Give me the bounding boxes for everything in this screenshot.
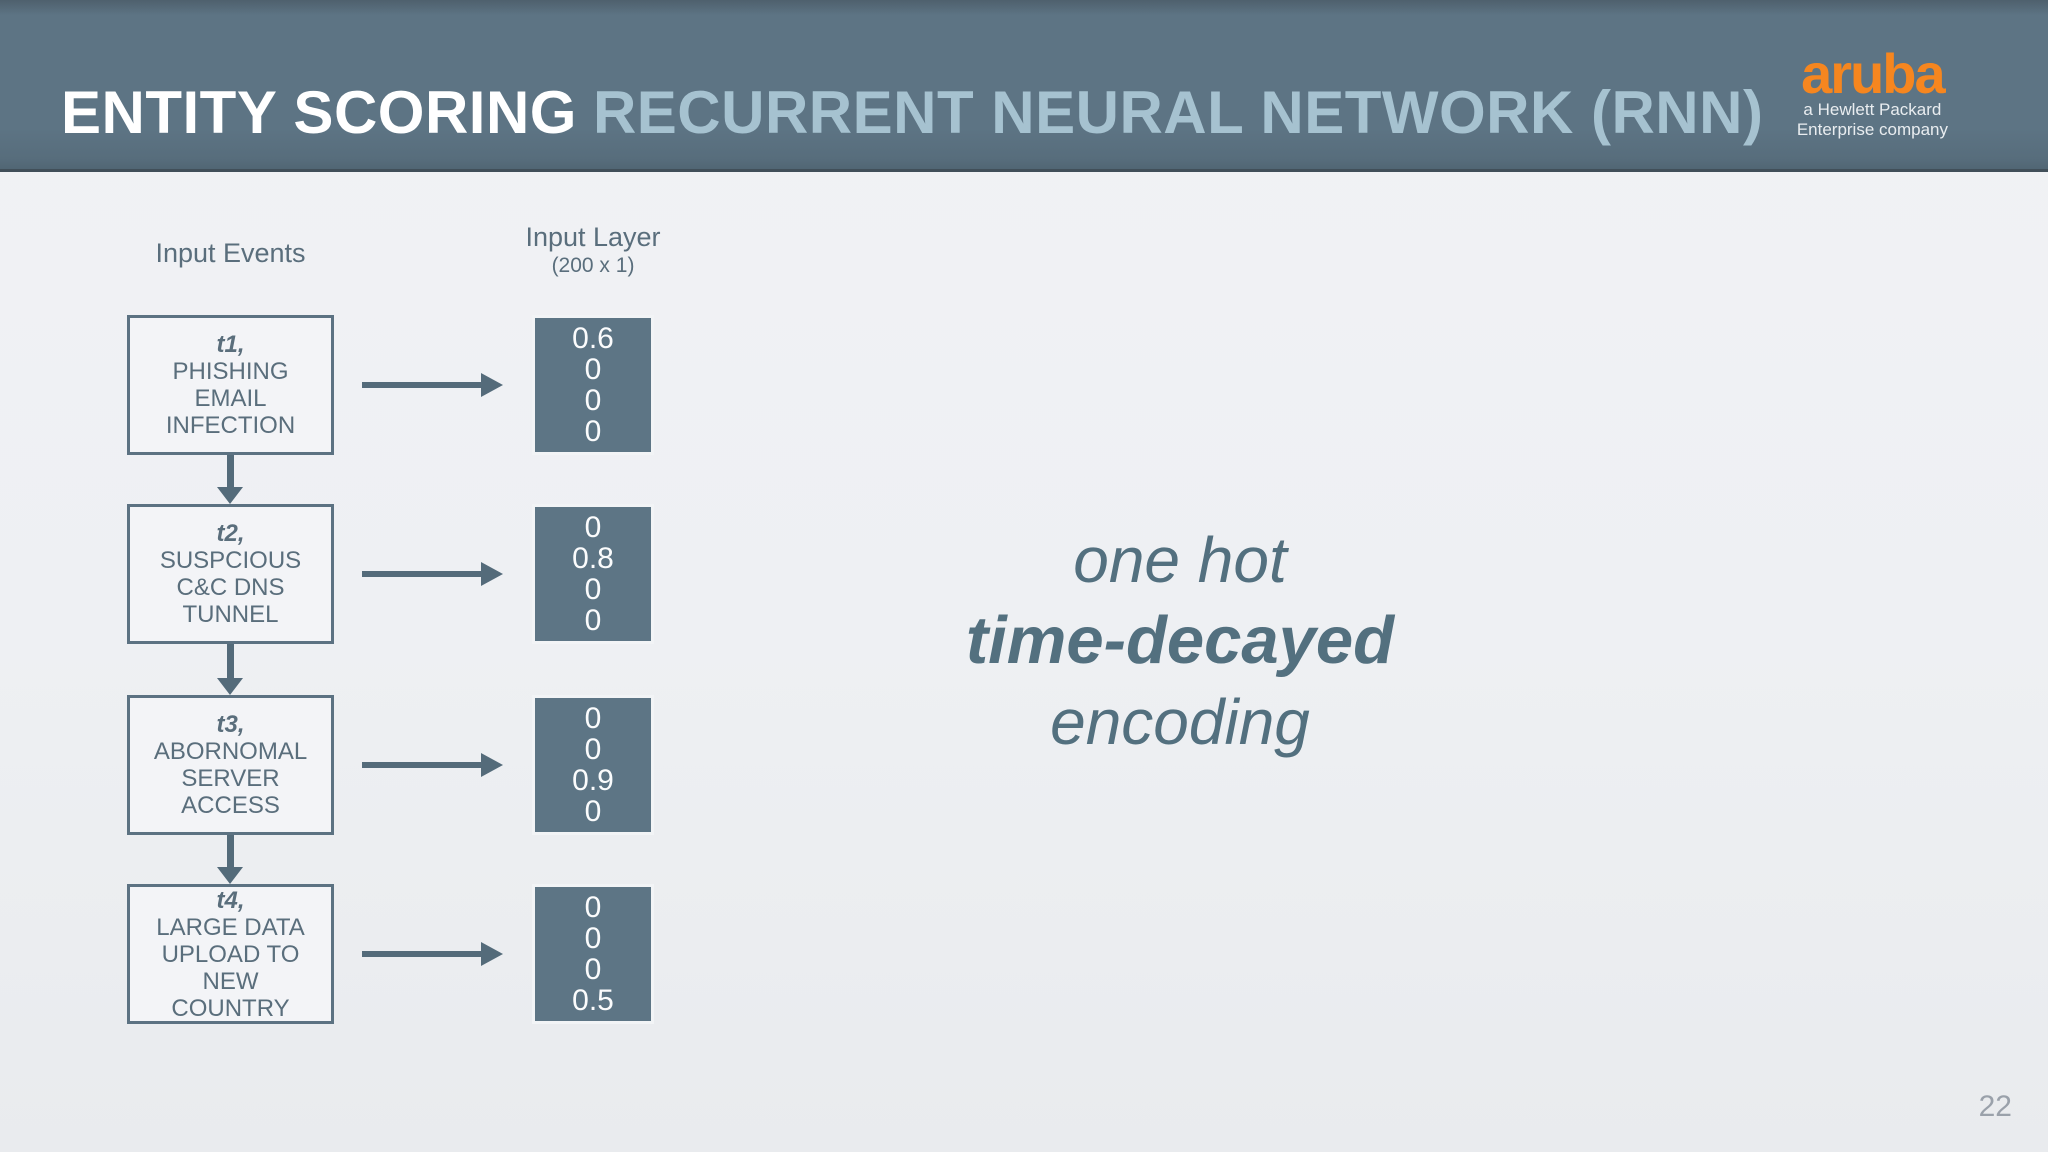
arrow-head bbox=[481, 942, 503, 966]
event-line: SERVER bbox=[181, 765, 280, 792]
slide-title: ENTITY SCORING bbox=[61, 79, 577, 146]
event-box-t2: t2, SUSPCIOUS C&C DNS TUNNEL bbox=[127, 504, 334, 644]
arrow-stem bbox=[362, 762, 485, 768]
aruba-tagline-line2: Enterprise company bbox=[1796, 120, 1948, 139]
event-line: COUNTRY bbox=[171, 994, 290, 1022]
arrow-head bbox=[481, 753, 503, 777]
page-number: 22 bbox=[1978, 1090, 2012, 1123]
event-time: t1, bbox=[216, 331, 245, 358]
right-arrow-icon bbox=[362, 561, 503, 587]
event-line: NEW bbox=[202, 967, 259, 995]
vector-value: 0.6 bbox=[572, 322, 614, 355]
input-layer-label-group: Input Layer (200 x 1) bbox=[495, 222, 691, 280]
event-time: t2, bbox=[216, 520, 245, 547]
input-vector-t2: 0 0.8 0 0 bbox=[532, 504, 654, 644]
annotation-line1: one hot bbox=[1073, 524, 1287, 596]
arrow-stem bbox=[227, 835, 234, 870]
arrow-stem bbox=[362, 951, 485, 957]
vector-value: 0.8 bbox=[572, 542, 614, 575]
event-box-t4: t4, LARGE DATA UPLOAD TO NEW COUNTRY bbox=[127, 884, 334, 1024]
arrow-head bbox=[217, 867, 243, 884]
event-line: ACCESS bbox=[181, 792, 280, 819]
arrow-stem bbox=[227, 455, 234, 490]
input-layer-dimensions: (200 x 1) bbox=[551, 254, 635, 277]
event-line: INFECTION bbox=[165, 412, 296, 439]
vector-value: 0 bbox=[584, 702, 602, 735]
vector-value: 0 bbox=[584, 573, 602, 606]
event-line: LARGE DATA bbox=[156, 913, 305, 941]
event-line: UPLOAD TO bbox=[161, 940, 300, 968]
event-line: EMAIL bbox=[194, 385, 267, 412]
right-arrow-icon bbox=[362, 941, 503, 967]
event-time: t4, bbox=[216, 886, 245, 914]
arrow-head bbox=[217, 487, 243, 504]
annotation-line3: encoding bbox=[1050, 686, 1310, 758]
event-box-t3: t3, ABORNOMAL SERVER ACCESS bbox=[127, 695, 334, 835]
vector-value: 0 bbox=[584, 604, 602, 637]
vector-value: 0.5 bbox=[572, 984, 614, 1017]
input-vector-t4: 0 0 0 0.5 bbox=[532, 884, 654, 1024]
vector-value: 0 bbox=[584, 922, 602, 955]
vector-value: 0 bbox=[584, 795, 602, 828]
arrow-head bbox=[217, 678, 243, 695]
vector-value: 0 bbox=[584, 891, 602, 924]
down-arrow-icon bbox=[217, 455, 243, 504]
vector-value: 0 bbox=[584, 353, 602, 386]
vector-value: 0 bbox=[584, 511, 602, 544]
vector-value: 0 bbox=[584, 953, 602, 986]
aruba-tagline-line1: a Hewlett Packard bbox=[1803, 100, 1942, 119]
arrow-stem bbox=[362, 571, 485, 577]
down-arrow-icon bbox=[217, 644, 243, 695]
arrow-head bbox=[481, 562, 503, 586]
down-arrow-icon bbox=[217, 835, 243, 884]
event-line: ABORNOMAL bbox=[153, 738, 308, 765]
annotation-line2: time-decayed bbox=[965, 603, 1395, 678]
input-events-label: Input Events bbox=[155, 238, 306, 268]
aruba-wordmark: aruba bbox=[1801, 42, 1946, 105]
vector-value: 0 bbox=[584, 733, 602, 766]
event-line: PHISHING bbox=[172, 358, 289, 385]
aruba-logo: aruba a Hewlett Packard Enterprise compa… bbox=[1796, 42, 1948, 140]
event-line: SUSPCIOUS bbox=[159, 547, 302, 574]
vector-value: 0 bbox=[584, 415, 602, 448]
right-arrow-icon bbox=[362, 752, 503, 778]
vector-value: 0.9 bbox=[572, 764, 614, 797]
input-layer-label: Input Layer bbox=[525, 222, 661, 252]
arrow-stem bbox=[362, 382, 485, 388]
slide-subtitle: RECURRENT NEURAL NETWORK (RNN) bbox=[592, 79, 1764, 146]
input-vector-t1: 0.6 0 0 0 bbox=[532, 315, 654, 455]
event-box-t1: t1, PHISHING EMAIL INFECTION bbox=[127, 315, 334, 455]
event-time: t3, bbox=[216, 711, 245, 738]
event-line: TUNNEL bbox=[182, 601, 279, 628]
event-line: C&C DNS bbox=[176, 574, 285, 601]
input-vector-t3: 0 0 0.9 0 bbox=[532, 695, 654, 835]
arrow-head bbox=[481, 373, 503, 397]
right-arrow-icon bbox=[362, 372, 503, 398]
vector-value: 0 bbox=[584, 384, 602, 417]
encoding-annotation: one hot time-decayed encoding bbox=[856, 520, 1504, 762]
arrow-stem bbox=[227, 644, 234, 681]
